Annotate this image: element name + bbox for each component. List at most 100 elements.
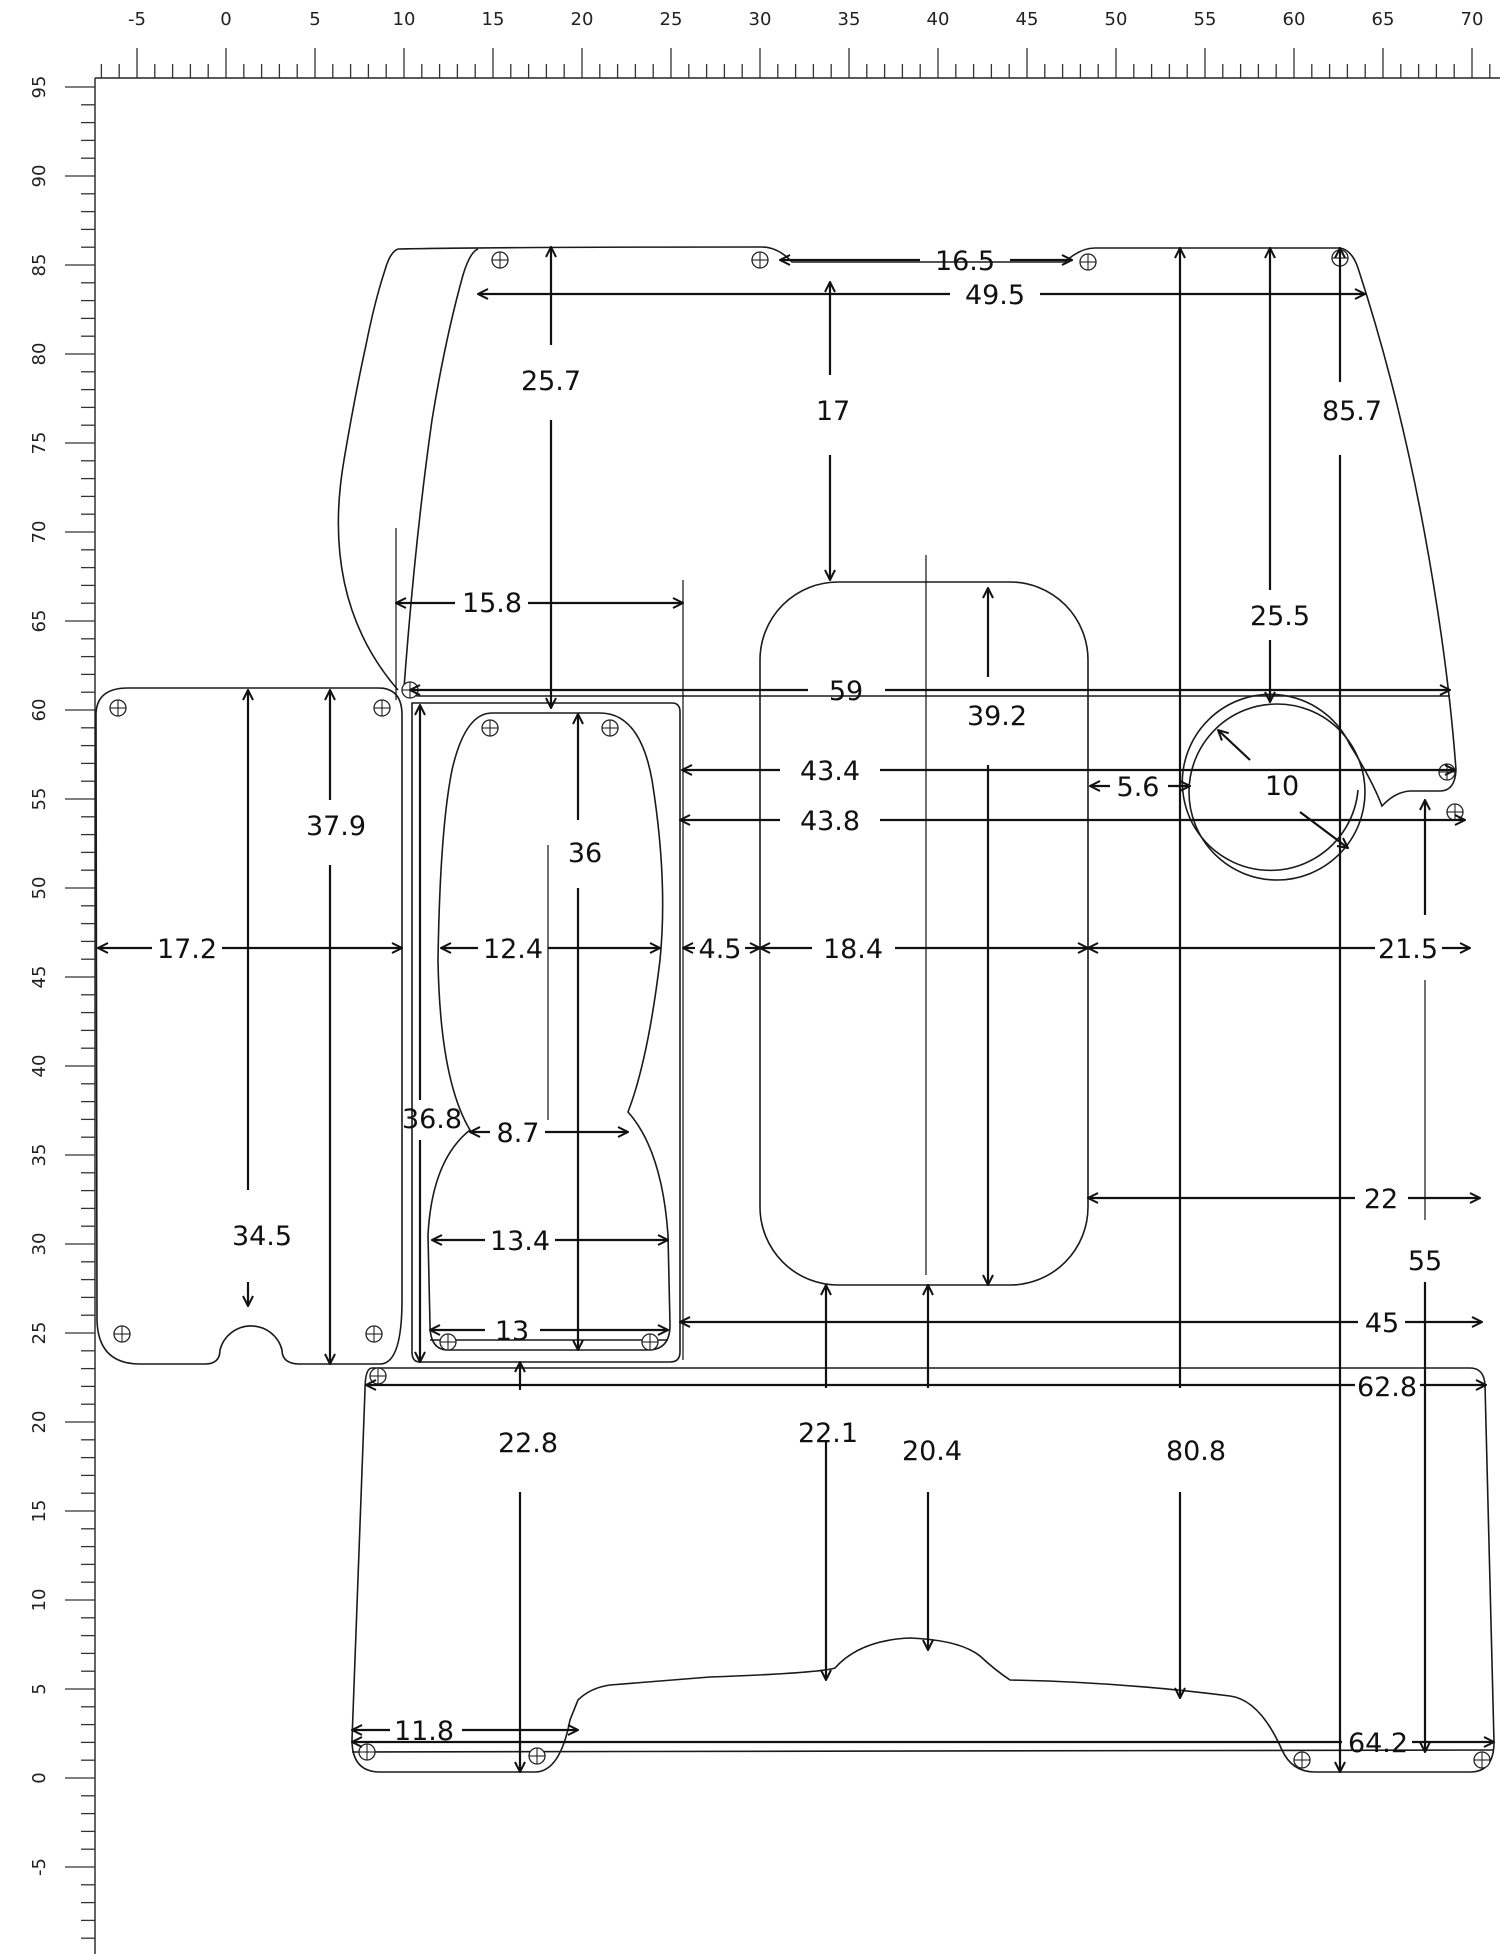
dim-label: 49.5 [965,280,1025,311]
ruler-label: 85 [29,254,50,277]
dimension-lines [98,247,1494,1772]
ruler-label: 30 [749,9,772,30]
screw-hole-icon [113,1325,131,1343]
ruler-label: 50 [29,877,50,900]
dim-label: 55 [1408,1246,1442,1277]
mid-frame-outline [411,702,681,1363]
ruler-label: 50 [1105,9,1128,30]
dim-label: 13.4 [490,1226,550,1257]
upper-panel-left-edge [337,248,399,691]
ruler-label: 30 [29,1233,50,1256]
dim-label: 25.5 [1250,601,1310,632]
dim-label: 20.4 [902,1436,962,1467]
dim-label: 80.8 [1166,1436,1226,1467]
ruler-label: 10 [29,1589,50,1612]
ruler-label: 10 [393,9,416,30]
ruler-label: 20 [571,9,594,30]
ruler-label: 95 [29,76,50,99]
dim-label: 18.4 [823,934,883,965]
upper-panel-left-curve [403,248,479,689]
screw-hole-icon [1473,1751,1491,1769]
dim-label: 12.4 [483,934,543,965]
ruler-label: 55 [1194,9,1217,30]
dim-label: 17.2 [157,934,217,965]
ruler-label: 65 [1372,9,1395,30]
ruler-label: 35 [838,9,861,30]
ruler-label: 75 [29,432,50,455]
screw-hole-icon [481,719,499,737]
dim-label: 85.7 [1322,396,1382,427]
dim-label: 59 [829,676,863,707]
dim-label: 43.8 [800,806,860,837]
dim-label: 45 [1365,1308,1399,1339]
screw-hole-icon [109,699,127,717]
dim-label: 10 [1265,771,1299,802]
circle-cutout-outline [1188,703,1366,881]
screw-hole-icon [1438,763,1456,781]
ruler-label: 90 [29,165,50,188]
dim-label: 22.1 [798,1418,858,1449]
dim-label: 39.2 [967,701,1027,732]
bottom-panel-ledge [351,1749,1495,1753]
ruler-label: 25 [29,1322,50,1345]
dim-label: 36.8 [402,1104,462,1135]
dim-label: 16.5 [935,246,995,277]
dim-label: 5.6 [1117,772,1160,803]
dim-label: 15.8 [462,588,522,619]
screw-hole-icon [1079,253,1097,271]
dim-label: 25.7 [521,366,581,397]
dim-label: 4.5 [699,934,742,965]
screw-hole-icon [1293,1751,1311,1769]
ruler-label: 65 [29,610,50,633]
screw-hole-icon [528,1747,546,1765]
screw-hole-icon [641,1333,659,1351]
screw-hole-icon [365,1325,383,1343]
ruler-label: 15 [482,9,505,30]
ruler-label: 35 [29,1144,50,1167]
dim-label: 36 [568,838,602,869]
screw-hole-icon [751,251,769,269]
dim-label: 11.8 [394,1716,454,1747]
ruler-label: 70 [1461,9,1484,30]
dim-label: 22.8 [498,1428,558,1459]
ruler-label: 25 [660,9,683,30]
dim-label: 13 [495,1316,529,1347]
top-ruler-ticks [100,48,1491,78]
dim-label: 62.8 [1357,1372,1417,1403]
ruler-label: 0 [220,9,231,30]
center-cutout-outline [759,581,1089,1286]
dimension-labels: 16.5 49.5 25.7 17 85.7 15.8 25.5 59 39.2… [157,246,1442,1759]
ruler-label: 40 [927,9,950,30]
screw-hole-icon [601,719,619,737]
ruler-label: 70 [29,521,50,544]
ruler-label: 80 [29,343,50,366]
left-ruler-ticks [65,86,95,1939]
screw-hole-icon [439,1333,457,1351]
ruler-label: 45 [29,966,50,989]
screw-holes [109,249,1491,1769]
ruler-label: 0 [29,1772,50,1783]
ruler-label: 5 [29,1683,50,1694]
left-panel-outline [95,687,403,1365]
ruler-label: 55 [29,788,50,811]
dim-label: 17 [816,396,850,427]
screw-hole-icon [358,1743,376,1761]
screw-hole-icon [491,251,509,269]
ruler-label: -5 [128,9,146,30]
dim-label: 34.5 [232,1221,292,1252]
dim-label: 43.4 [800,756,860,787]
ruler-label: 60 [1283,9,1306,30]
dim-label: 22 [1364,1184,1398,1215]
bottom-panel-outline [351,1367,1495,1773]
dim-label: 64.2 [1348,1728,1408,1759]
screw-hole-icon [1446,803,1464,821]
ruler-label: 40 [29,1055,50,1078]
ruler-label: -5 [29,1858,50,1876]
screw-hole-icon [373,699,391,717]
ruler-label: 15 [29,1500,50,1523]
